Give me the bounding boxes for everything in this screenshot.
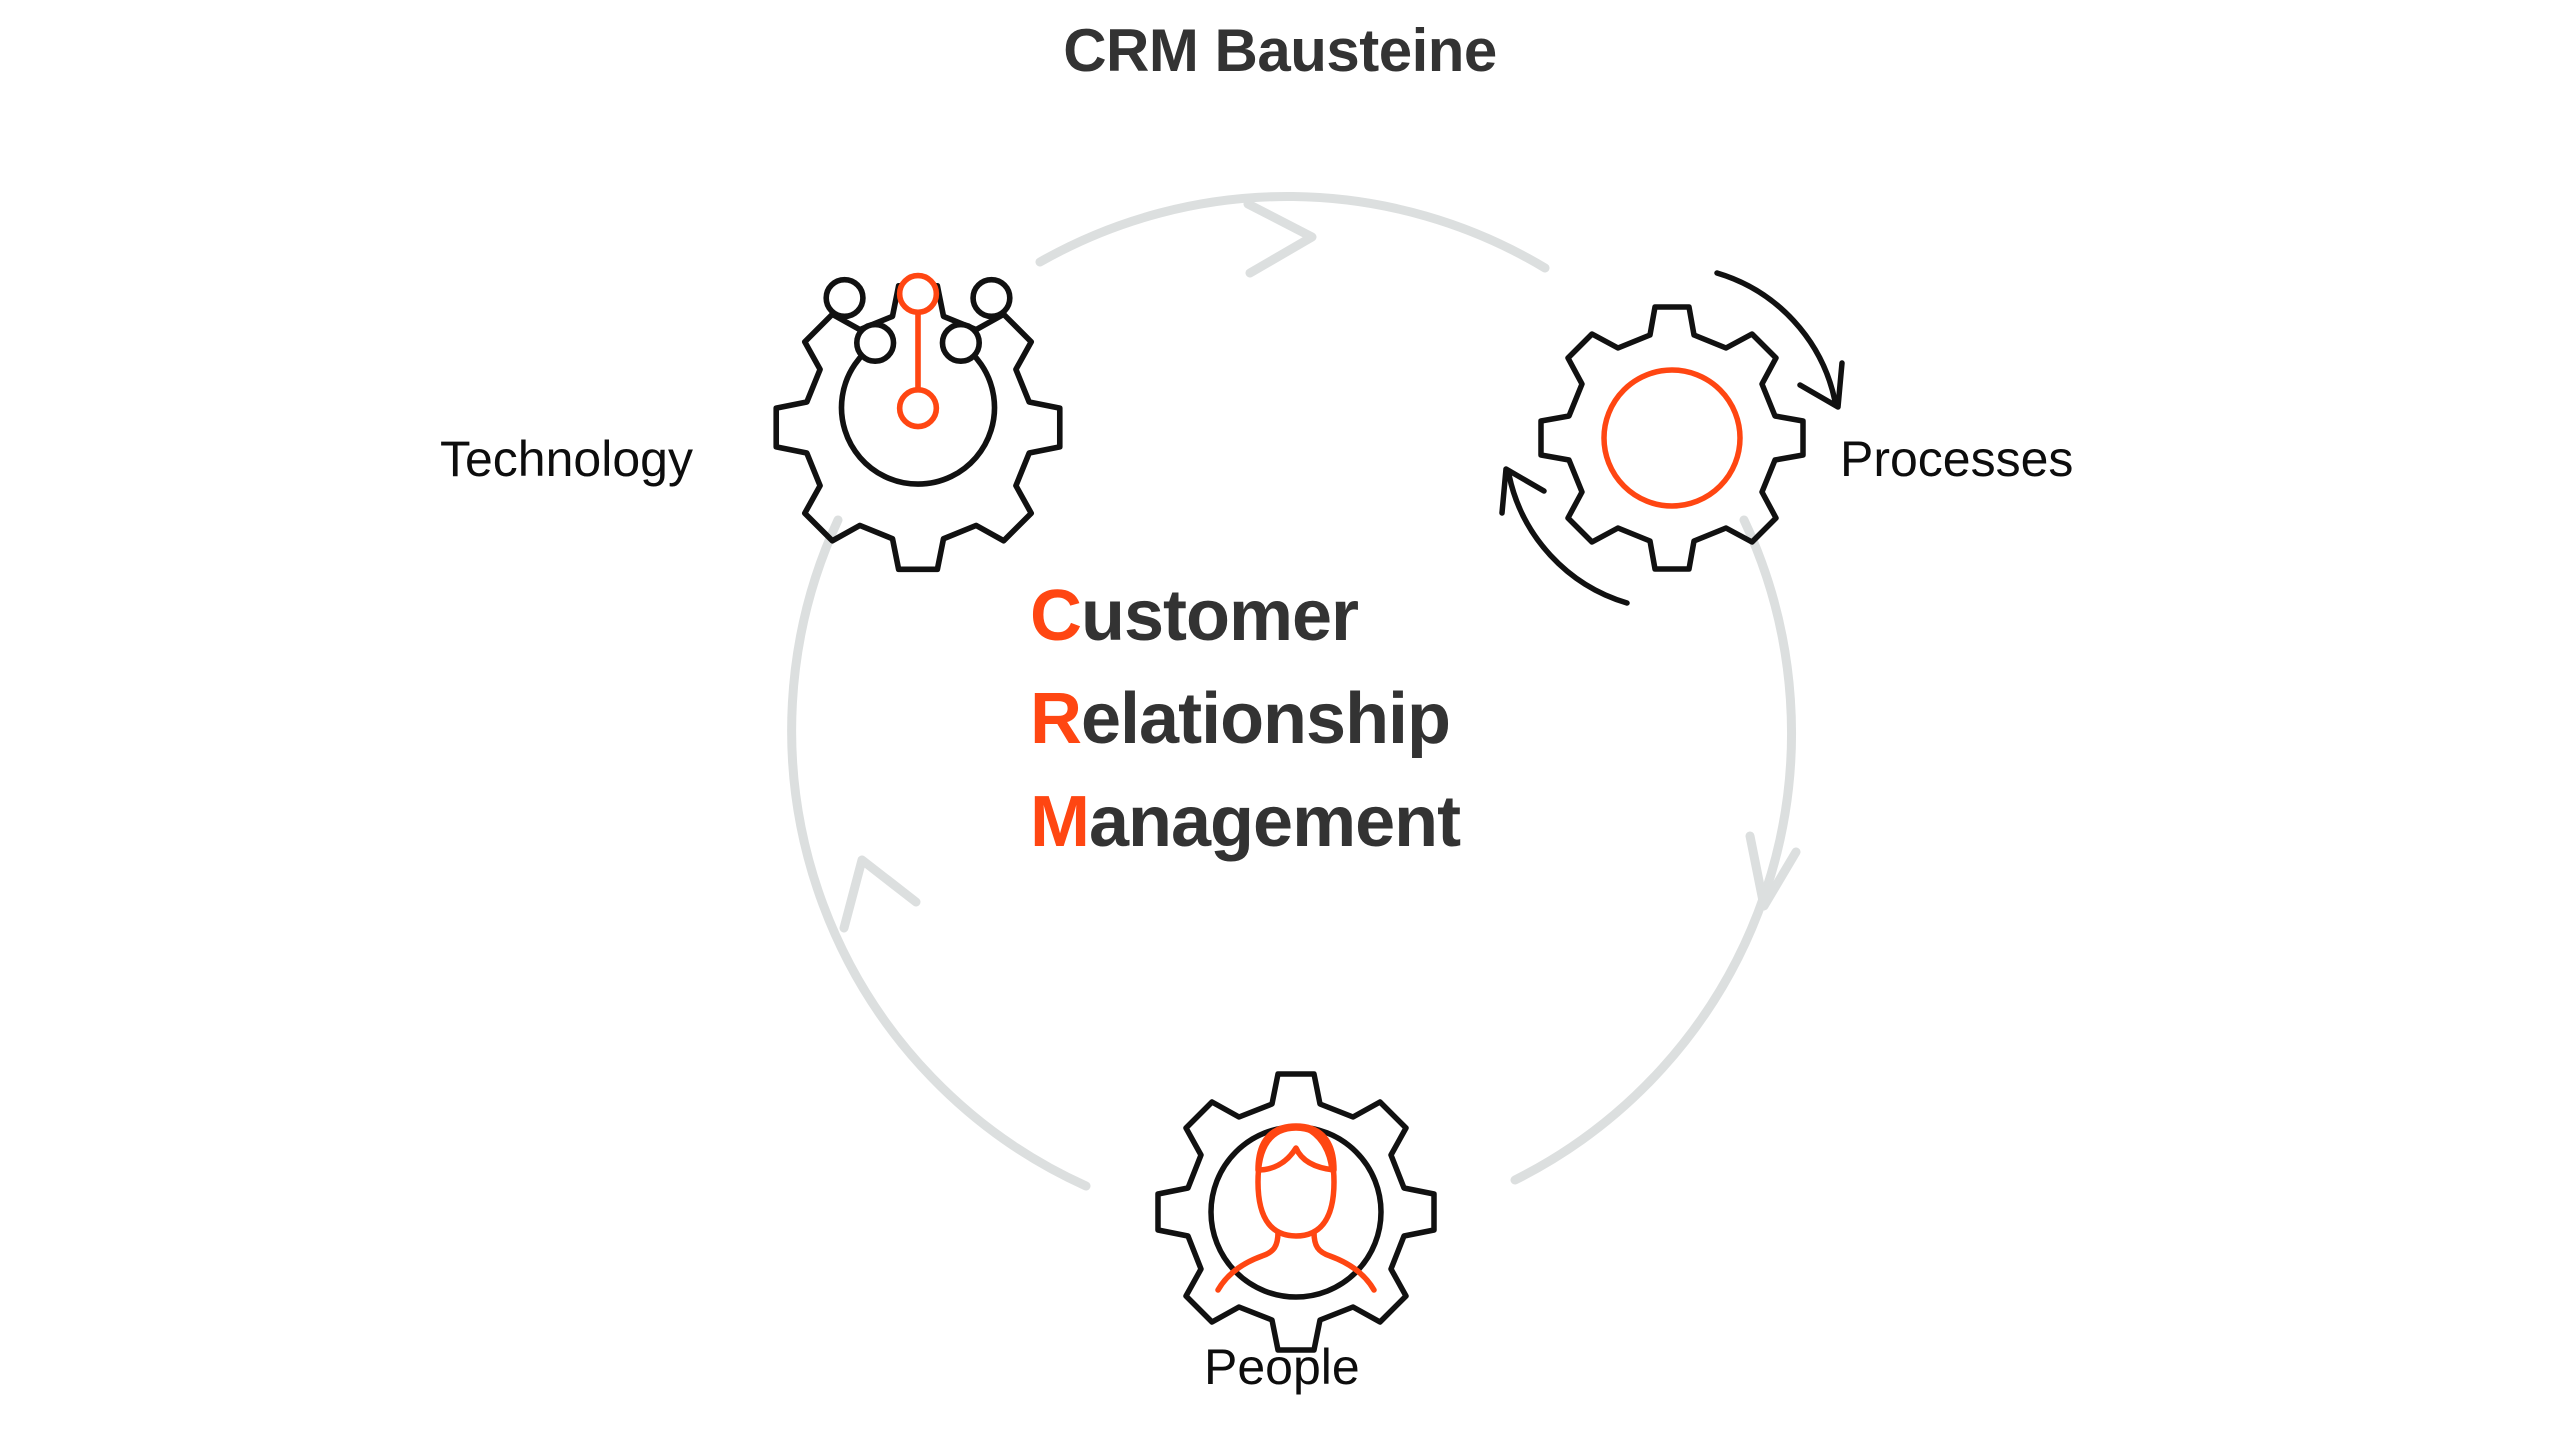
gear-network-icon [773, 272, 1063, 573]
rotation-arrows [1499, 270, 1845, 606]
node-label-processes: Processes [1840, 431, 2074, 487]
orange-hub-circle [1601, 367, 1743, 509]
flow-arcs [787, 192, 1801, 1191]
crm-initial-c: C [1030, 576, 1082, 656]
crm-rest-relationship: elationship [1081, 679, 1451, 759]
arc-people-to-technology [787, 515, 1091, 1191]
arc-technology-to-processes [1035, 192, 1550, 278]
arc-processes-to-people [1510, 515, 1801, 1185]
crm-rest-management: anagement [1088, 782, 1461, 862]
crm-initial-m: M [1030, 782, 1090, 862]
page-title: CRM Bausteine [1063, 17, 1497, 84]
node-label-people: People [1204, 1339, 1360, 1395]
gear-rotation-icon [1499, 270, 1845, 606]
crm-line-customer: Customer [1030, 565, 1590, 668]
crm-line-relationship: Relationship [1030, 668, 1590, 771]
crm-line-management: Management [1030, 771, 1590, 874]
crm-rest-customer: ustomer [1081, 576, 1359, 656]
crm-center-text: Customer Relationship Management [1030, 565, 1590, 874]
crm-initial-r: R [1030, 679, 1082, 759]
person-avatar [1215, 1123, 1377, 1293]
node-label-technology: Technology [440, 431, 693, 487]
gear-person-icon [1155, 1071, 1437, 1353]
